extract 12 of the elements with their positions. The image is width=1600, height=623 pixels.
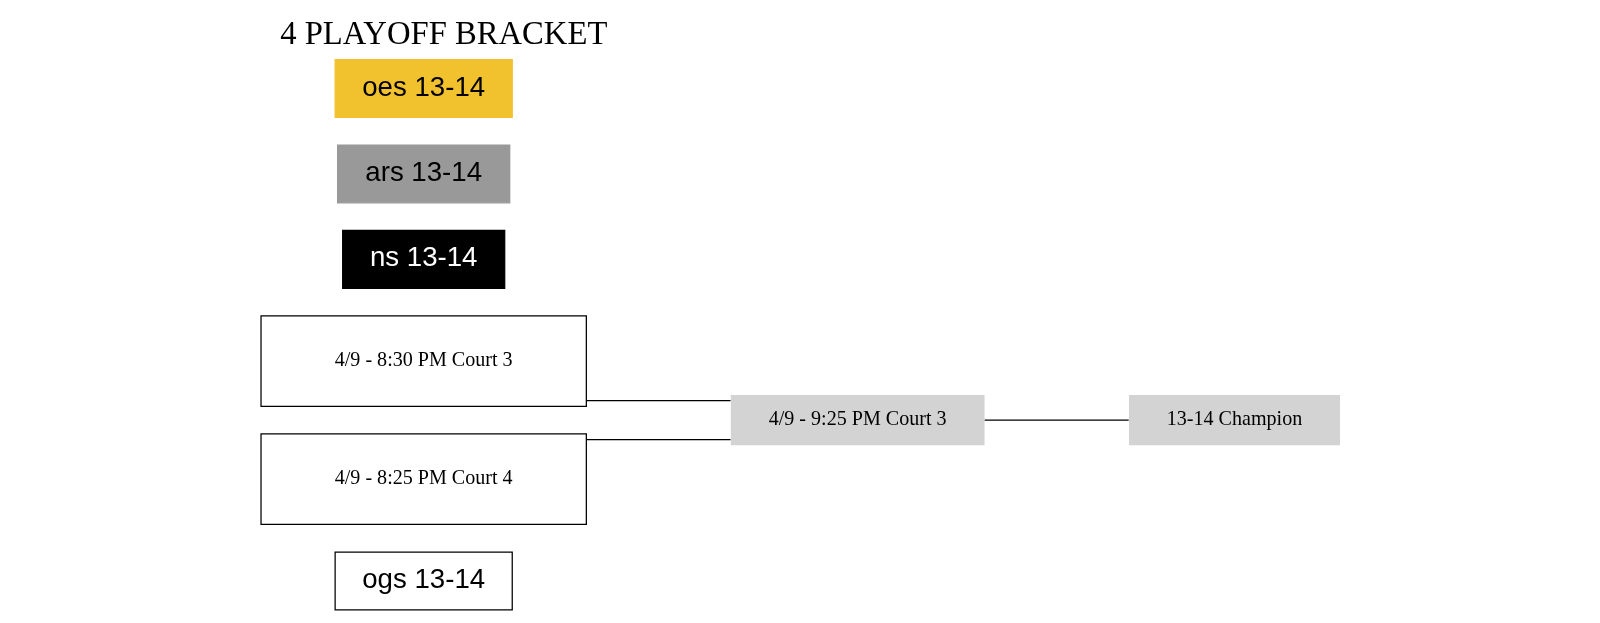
- connector: [983, 419, 1129, 421]
- node-box: 4/9 - 8:25 PM Court 4: [259, 433, 587, 526]
- node-box: ars 13-14: [336, 144, 510, 204]
- node-box: ns 13-14: [341, 229, 505, 289]
- node-box: 4/9 - 9:25 PM Court 3: [730, 395, 984, 446]
- diagram-title: 4 PLAYOFF BRACKET: [279, 15, 607, 52]
- node-box: oes 13-14: [334, 59, 513, 119]
- connector: [585, 400, 731, 402]
- connector: [585, 439, 731, 441]
- node-box: 4/9 - 8:30 PM Court 3: [259, 315, 587, 407]
- node-box: 13-14 Champion: [1128, 395, 1340, 446]
- node-box: ogs 13-14: [334, 551, 513, 611]
